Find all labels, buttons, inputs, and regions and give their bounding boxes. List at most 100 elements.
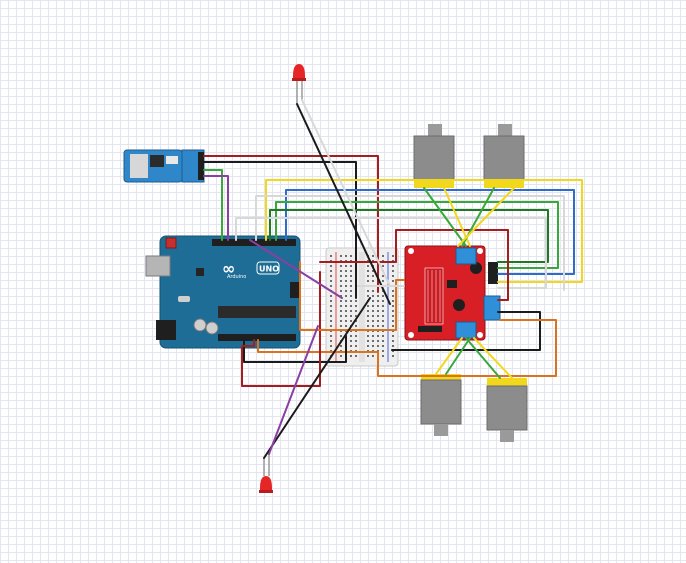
breadboard-hole [367,270,369,272]
breadboard-hole [330,300,332,302]
breadboard-hole [377,345,379,347]
led-bottom [259,454,273,493]
breadboard-hole [355,315,357,317]
heatsink [424,267,444,325]
breadboard-hole [372,300,374,302]
breadboard-hole [392,295,394,297]
breadboard-hole [330,295,332,297]
breadboard-hole [350,315,352,317]
led-top [292,64,306,104]
breadboard-hole [330,275,332,277]
breadboard-hole [340,270,342,272]
breadboard-hole [340,290,342,292]
breadboard-hole [350,340,352,342]
breadboard-hole [330,285,332,287]
wire-blue [285,189,575,275]
dc-motor [486,378,528,442]
bluetooth-header [198,152,204,180]
breadboard-hole [350,285,352,287]
wire-black [296,103,391,305]
wire-purple [203,175,229,241]
breadboard-hole [345,275,347,277]
breadboard-hole [392,335,394,337]
breadboard-hole [350,310,352,312]
breadboard-hole [372,280,374,282]
breadboard-hole [382,310,384,312]
arduino-logo: ∞ Arduino UNO [222,259,280,280]
breadboard-hole [340,275,342,277]
breadboard-hole [372,320,374,322]
breadboard-hole [340,310,342,312]
breadboard-hole [392,270,394,272]
breadboard-hole [382,345,384,347]
breadboard-hole [392,290,394,292]
dc-motor [413,124,455,188]
breadboard-hole [350,345,352,347]
breadboard-hole [330,310,332,312]
reset-button [165,237,177,249]
wire-green [465,337,501,379]
wire-green [203,169,223,241]
capacitor [205,321,219,335]
breadboard-hole [392,310,394,312]
breadboard-hole [345,270,347,272]
breadboard-hole [350,290,352,292]
wire-yellow [457,187,515,247]
breadboard-hole [377,325,379,327]
breadboard-hole [330,320,332,322]
breadboard-hole [367,295,369,297]
dc-motor [483,124,525,188]
breadboard-hole [330,255,332,257]
breadboard-hole [355,345,357,347]
breadboard-hole [340,280,342,282]
wire-red [319,229,509,301]
breadboard-hole [340,285,342,287]
breadboard-hole [350,305,352,307]
breadboard-hole [345,255,347,257]
breadboard-hole [372,335,374,337]
wire-red [203,155,379,293]
breadboard-hole [392,355,394,357]
breadboard-hole [355,305,357,307]
breadboard-hole [345,285,347,287]
breadboard-hole [377,310,379,312]
breadboard-hole [382,265,384,267]
wire-green [445,337,471,375]
breadboard-hole [367,305,369,307]
breadboard-hole [372,290,374,292]
breadboard-hole [367,320,369,322]
breadboard-hole [377,315,379,317]
breadboard-hole [377,295,379,297]
breadboard-hole [367,325,369,327]
driver-capacitor [470,262,482,274]
arduino-brand-text: Arduino [227,274,246,280]
breadboard-hole [382,335,384,337]
power-jack [156,320,176,340]
breadboard-hole [355,320,357,322]
breadboard-hole [367,340,369,342]
terminal-block-power [483,295,501,321]
breadboard-hole [340,315,342,317]
wire-black [203,161,357,299]
breadboard-hole [330,265,332,267]
breadboard-hole [372,345,374,347]
breadboard-hole [392,265,394,267]
terminal-block-out34 [455,321,477,339]
breadboard-hole [330,270,332,272]
breadboard-hole [377,300,379,302]
breadboard-hole [392,275,394,277]
breadboard-hole [345,295,347,297]
wire-red [241,271,321,387]
breadboard-hole [350,300,352,302]
motor-driver-board [404,245,501,341]
breadboard-hole [382,305,384,307]
wire-yellow [435,337,463,375]
atmega-chip [218,306,296,318]
dc-motor [420,374,462,436]
breadboard-hole [355,325,357,327]
breadboard-hole [345,290,347,292]
breadboard-hole [345,300,347,302]
breadboard-hole [392,280,394,282]
breadboard-hole [382,340,384,342]
